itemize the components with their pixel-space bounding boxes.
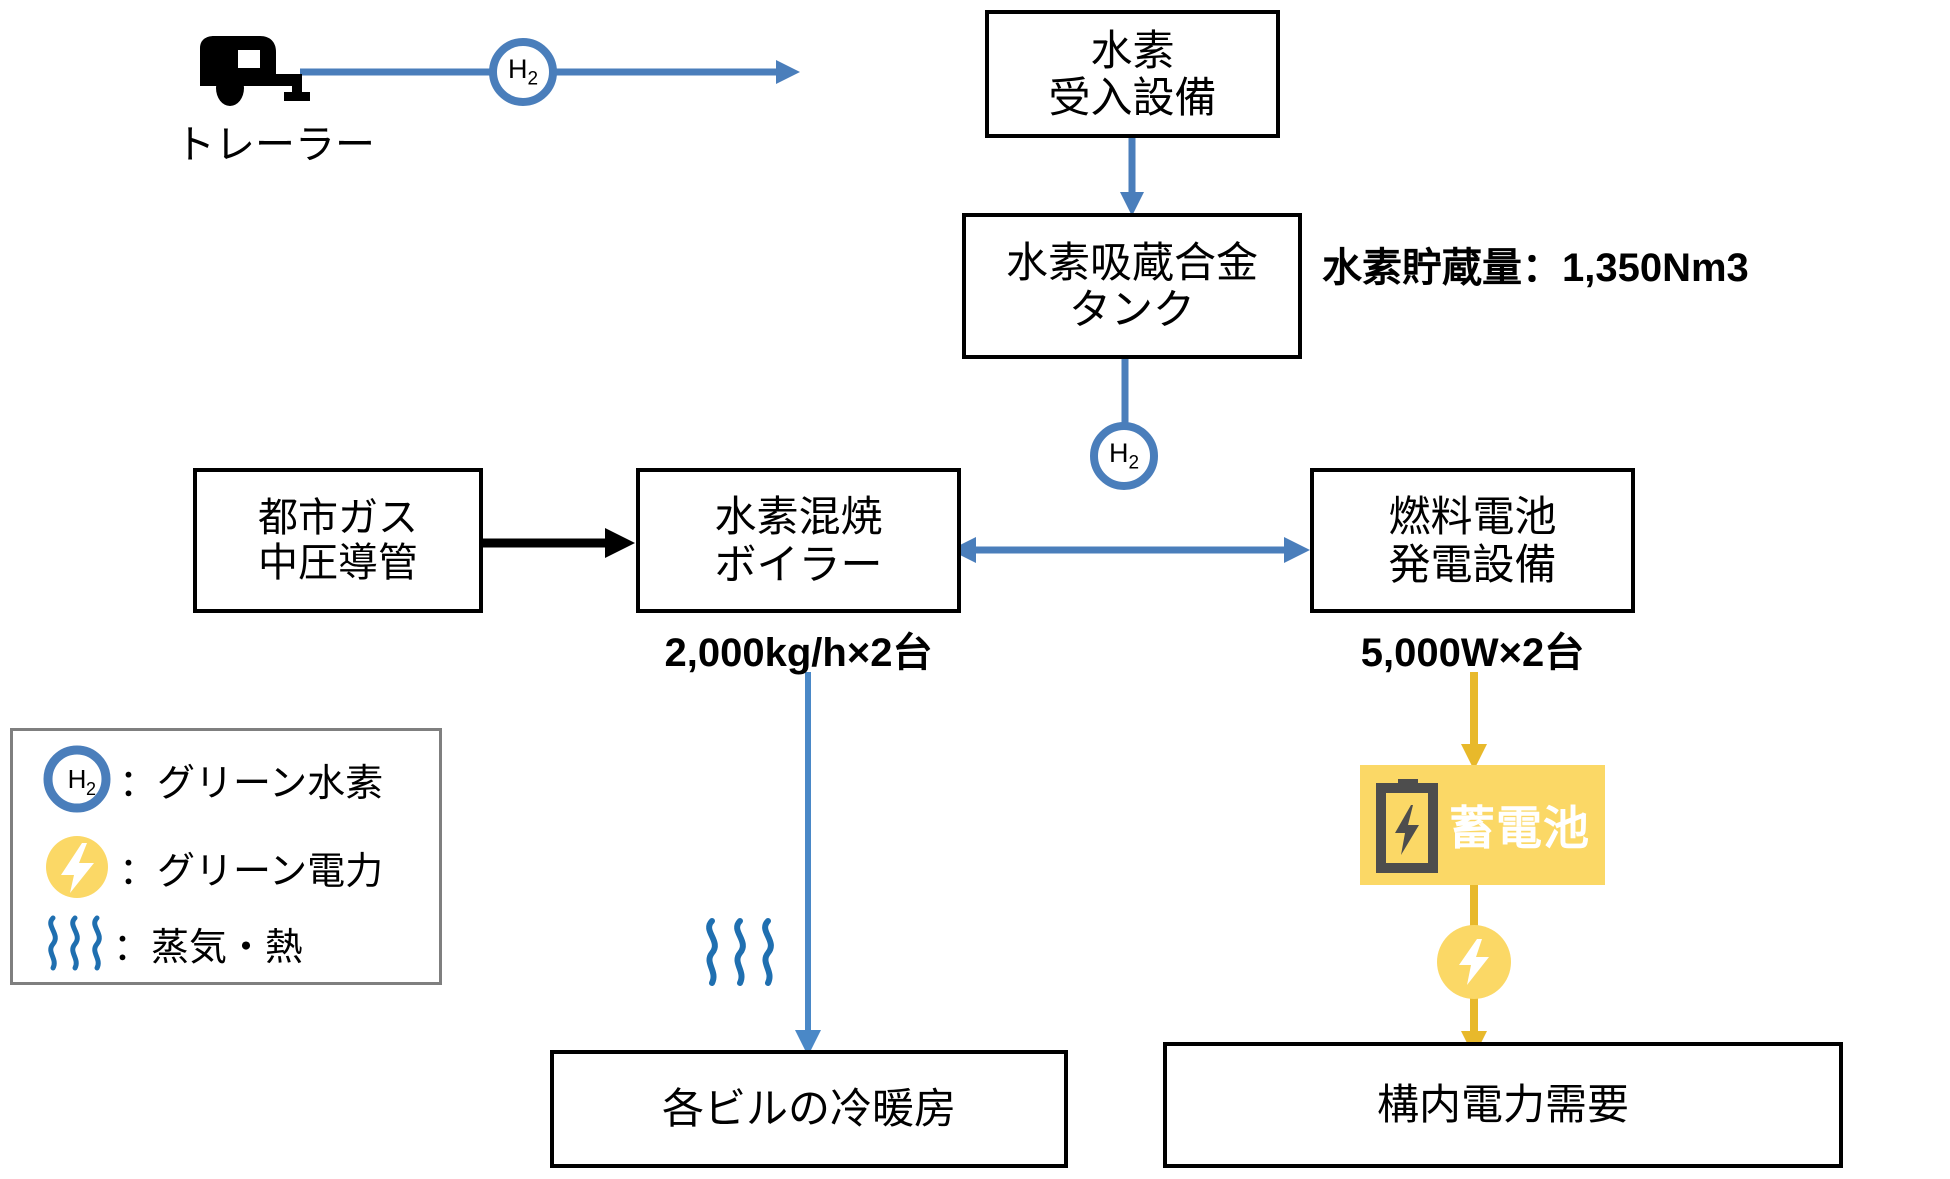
node-building-hvac[interactable]: 各ビルの冷暖房 bbox=[550, 1050, 1068, 1168]
legend-label-green-hydrogen: グリーン水素 bbox=[157, 762, 384, 805]
h2-circle-glyph: H 2 bbox=[43, 745, 111, 813]
node-line: 構内電力需要 bbox=[1376, 1081, 1629, 1129]
node-fuel-cell[interactable]: 燃料電池 発電設備 bbox=[1310, 468, 1635, 613]
node-hydrogen-receiving[interactable]: 水素 受入設備 bbox=[985, 10, 1280, 138]
lightning-bolt-icon bbox=[1459, 939, 1489, 985]
battery-bolt-icon bbox=[1376, 779, 1438, 873]
spec-fuel-cell: 5,000W×2台 bbox=[1360, 631, 1585, 675]
legend-item-green-power: ： グリーン電力 bbox=[41, 831, 383, 903]
node-storage-alloy-tank[interactable]: 水素吸蔵合金 タンク bbox=[962, 213, 1302, 359]
node-line: タンク bbox=[1068, 286, 1195, 333]
connector-receiving-to-tank bbox=[1120, 136, 1144, 216]
node-city-gas[interactable]: 都市ガス 中圧導管 bbox=[193, 468, 483, 613]
trailer-glyph bbox=[200, 36, 310, 106]
node-line: ボイラー bbox=[714, 540, 883, 588]
svg-text:2: 2 bbox=[86, 779, 96, 799]
node-line: 水素吸蔵合金 bbox=[1005, 238, 1258, 286]
lightning-bolt-glyph bbox=[46, 836, 108, 898]
legend-label-green-power: グリーン電力 bbox=[157, 850, 384, 893]
connector-fuelcell-to-battery bbox=[1461, 672, 1487, 770]
legend-item-steam-heat: ： 蒸気・熱 bbox=[43, 913, 303, 973]
legend-separator: ： bbox=[119, 850, 158, 893]
node-site-power-demand[interactable]: 構内電力需要 bbox=[1163, 1042, 1843, 1168]
h2-marker-trailer-line: H2 bbox=[489, 38, 557, 106]
steam-waves-icon bbox=[43, 913, 111, 973]
legend-separator: ： bbox=[119, 762, 158, 805]
steam-waves-glyph bbox=[48, 915, 102, 971]
node-line: 各ビルの冷暖房 bbox=[661, 1085, 956, 1133]
trailer-icon bbox=[192, 30, 322, 110]
connector-citygas-to-boiler bbox=[483, 528, 635, 558]
connector-boiler-fuelcell-bidirectional bbox=[950, 537, 1310, 563]
h2-circle-icon: H 2 bbox=[41, 743, 113, 815]
h2-marker-label: H2 bbox=[1108, 437, 1140, 474]
spec-hydrogen-boiler: 2,000kg/h×2台 bbox=[664, 631, 933, 675]
h2-marker-label: H2 bbox=[507, 53, 539, 90]
node-line: 水素 bbox=[1090, 26, 1175, 74]
connector-boiler-to-hvac bbox=[795, 672, 821, 1056]
node-line: 燃料電池 bbox=[1388, 493, 1557, 541]
legend-panel: H 2 ： グリーン水素 ： グリーン電力 bbox=[10, 728, 442, 985]
legend-separator: ： bbox=[113, 926, 152, 969]
trailer-caption: トレーラー bbox=[175, 123, 375, 167]
annotation-hydrogen-storage-volume: 水素貯蔵量：1,350Nm3 bbox=[1322, 246, 1749, 290]
node-battery[interactable]: 蓄電池 bbox=[1360, 765, 1605, 885]
node-line: 発電設備 bbox=[1388, 540, 1557, 588]
battery-label: 蓄電池 bbox=[1449, 802, 1590, 854]
node-hydrogen-boiler[interactable]: 水素混焼 ボイラー bbox=[636, 468, 961, 613]
legend-label-steam-heat: 蒸気・熱 bbox=[151, 926, 304, 969]
node-line: 中圧導管 bbox=[258, 540, 418, 585]
steam-waves-icon-boiler bbox=[700, 915, 785, 990]
node-line: 水素混焼 bbox=[714, 493, 883, 541]
svg-text:H: H bbox=[68, 764, 87, 794]
steam-glyph bbox=[706, 918, 774, 986]
lightning-bolt-icon bbox=[41, 831, 113, 903]
connector-trailer-to-receiving bbox=[300, 60, 800, 84]
legend-item-green-hydrogen: H 2 ： グリーン水素 bbox=[41, 743, 383, 815]
h2-marker-distribution: H2 bbox=[1090, 422, 1158, 490]
node-line: 受入設備 bbox=[1048, 74, 1217, 121]
node-line: 都市ガス bbox=[258, 495, 418, 540]
power-bolt-marker bbox=[1437, 925, 1511, 999]
